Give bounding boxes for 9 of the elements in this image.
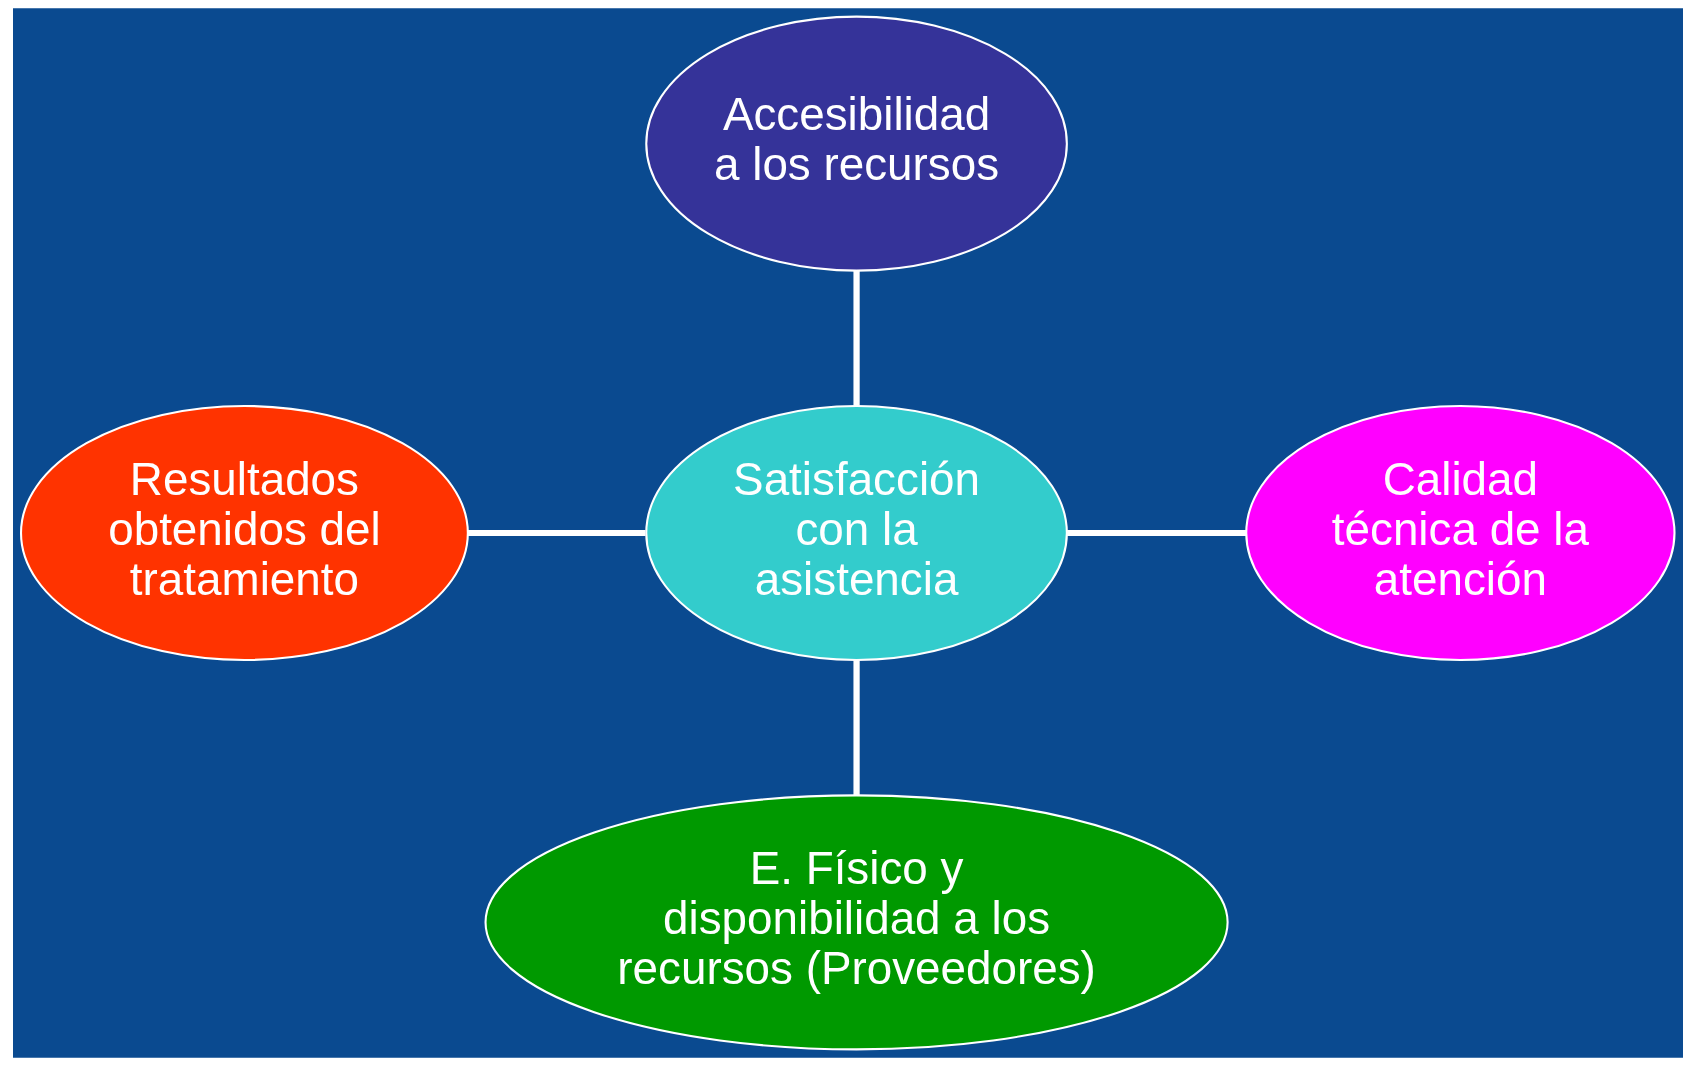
node-ellipse: Calidad técnica de la atención bbox=[1245, 404, 1676, 662]
node-ellipse: Accesibilidad a los recursos bbox=[645, 15, 1068, 272]
node-ellipse: Satisfacción con la asistencia bbox=[645, 404, 1068, 662]
connector bbox=[853, 270, 860, 406]
node-ellipse: E. Físico y disponibilidad a los recursos (Proveedores) bbox=[484, 794, 1229, 1051]
connector bbox=[468, 529, 646, 537]
connector bbox=[1067, 529, 1247, 537]
connector bbox=[853, 660, 860, 796]
node-ellipse: Resultados obtenidos del tratamiento bbox=[20, 404, 469, 662]
